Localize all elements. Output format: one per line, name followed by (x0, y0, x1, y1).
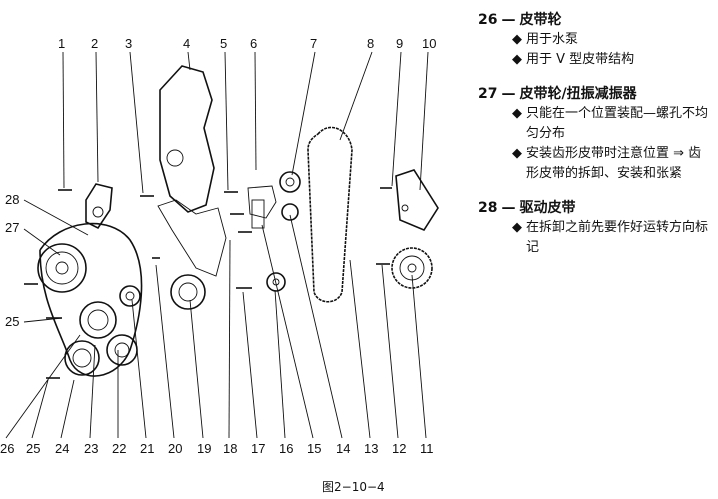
callout-17: 17 (251, 441, 265, 456)
crankshaft-toothed-pulley (170, 274, 206, 310)
legend-note: ◆ 用于水泵 (478, 30, 714, 50)
bullet-icon: ◆ (512, 32, 522, 47)
callout-18: 18 (223, 441, 237, 456)
camshaft-toothed-pulley (391, 247, 433, 289)
callout-24: 24 (55, 441, 69, 456)
leader-lines (5, 51, 429, 439)
legend-title: 皮带轮/扭振减振器 (519, 86, 637, 102)
bolts (24, 187, 392, 379)
callout-3: 3 (125, 36, 132, 51)
legend-entry-28: 28 — 驱动皮带 ◆ 在拆卸之前先要作好运转方向标记 (478, 198, 714, 258)
parts-legend: 26 — 皮带轮 ◆ 用于水泵 ◆ 用于 V 型皮带结构 27 — 皮带轮/扭振… (478, 10, 714, 272)
idler-pulley (119, 285, 141, 307)
camshaft-cover-piece (395, 169, 439, 231)
bullet-icon: ◆ (512, 220, 522, 235)
callout-10: 10 (422, 36, 436, 51)
drive-belt (39, 222, 143, 377)
bullet-icon: ◆ (512, 52, 522, 67)
callout-8: 8 (367, 36, 374, 51)
callout-26: 26 (0, 441, 14, 456)
legend-title: 皮带轮 (519, 12, 562, 28)
rear-cover-plate (157, 199, 227, 277)
timing-belt-cover (159, 65, 215, 213)
callout-28: 28 (5, 192, 19, 207)
legend-number: 28 (478, 200, 498, 216)
legend-entry-26: 26 — 皮带轮 ◆ 用于水泵 ◆ 用于 V 型皮带结构 (478, 10, 714, 70)
callout-9: 9 (396, 36, 403, 51)
toothed-timing-belt (307, 126, 353, 303)
legend-note: ◆ 安装齿形皮带时注意位置 ⇒ 齿形皮带的拆卸、安装和张紧 (478, 144, 714, 184)
callout-13: 13 (364, 441, 378, 456)
callout-23: 23 (84, 441, 98, 456)
tensioner-roller (279, 171, 301, 193)
callout-16: 16 (279, 441, 293, 456)
callout-7: 7 (310, 36, 317, 51)
legend-number: 26 (478, 12, 498, 28)
bullet-icon: ◆ (512, 106, 522, 121)
bullet-icon: ◆ (512, 146, 522, 161)
legend-dash: — (501, 12, 516, 28)
callout-21: 21 (140, 441, 154, 456)
callout-12: 12 (392, 441, 406, 456)
callout-2: 2 (91, 36, 98, 51)
callout-4: 4 (183, 36, 190, 51)
tensioner-bracket (85, 183, 113, 230)
callout-6: 6 (250, 36, 257, 51)
callout-25: 25 (26, 441, 40, 456)
guide-roller (266, 203, 299, 292)
vibration-damper-pulley (37, 243, 87, 293)
tensioner-mechanism (247, 185, 277, 219)
callout-15: 15 (307, 441, 321, 456)
callout-22: 22 (112, 441, 126, 456)
callout-11: 11 (420, 441, 434, 456)
legend-title: 驱动皮带 (519, 200, 576, 216)
legend-dash: — (501, 86, 516, 102)
lower-pulley-set (64, 334, 138, 376)
legend-dash: — (501, 200, 516, 216)
callout-20: 20 (168, 441, 182, 456)
callout-1: 1 (58, 36, 65, 51)
legend-number: 27 (478, 86, 498, 102)
legend-note: ◆ 在拆卸之前先要作好运转方向标记 (478, 218, 714, 258)
figure-caption: 图2−10−4 (322, 480, 385, 494)
callout-27: 27 (5, 220, 19, 235)
callout-5: 5 (220, 36, 227, 51)
water-pump-pulley (79, 301, 117, 339)
legend-note: ◆ 用于 V 型皮带结构 (478, 50, 714, 70)
legend-entry-27: 27 — 皮带轮/扭振减振器 ◆ 只能在一个位置装配—螺孔不均匀分布 ◆ 安装齿… (478, 84, 714, 184)
callout-25-left: 25 (5, 314, 19, 329)
callout-14: 14 (336, 441, 350, 456)
legend-note: ◆ 只能在一个位置装配—螺孔不均匀分布 (478, 104, 714, 144)
callout-19: 19 (197, 441, 211, 456)
